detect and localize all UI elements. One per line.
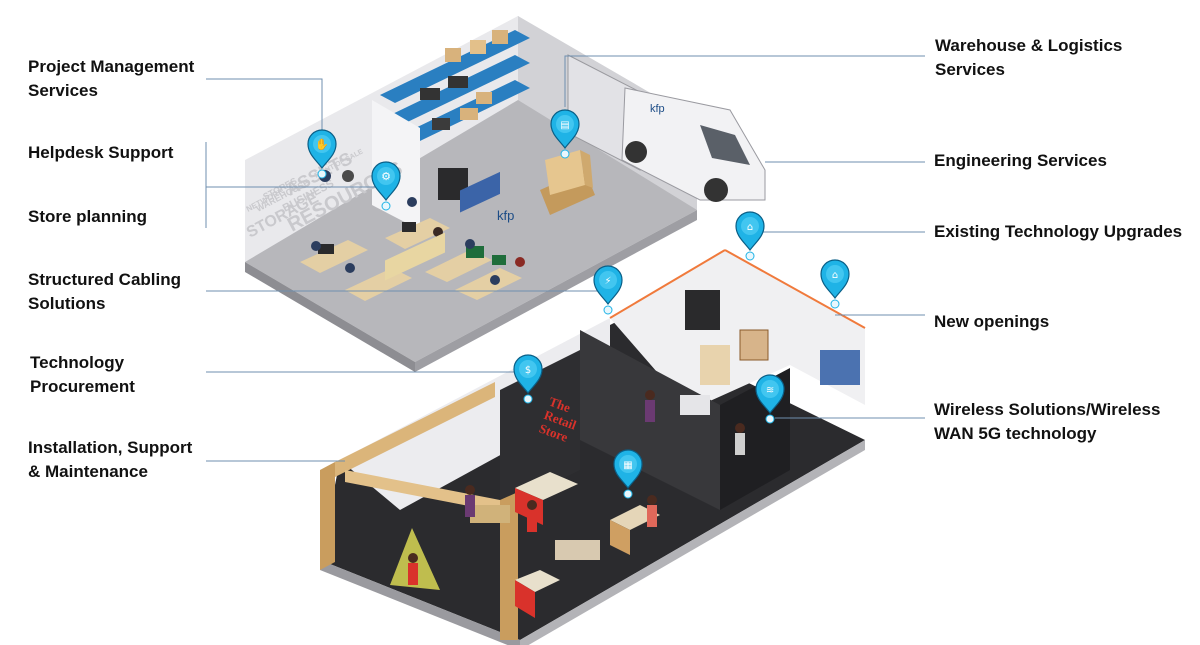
pallet-boxes: [540, 150, 595, 215]
svg-text:$: $: [525, 365, 531, 376]
warehouse-icon: ▤: [550, 109, 580, 159]
svg-text:⚙: ⚙: [381, 170, 391, 183]
label-engineering-services: Engineering Services: [934, 151, 1107, 170]
store-floor: [320, 320, 865, 640]
callout-line: [564, 55, 925, 107]
label-technology-upgrades: Existing Technology Upgrades: [934, 222, 1183, 241]
router-icon: ≋: [755, 374, 785, 424]
retail-store-building: TheRetailStore: [320, 171, 866, 645]
svg-text:⌂: ⌂: [832, 270, 838, 281]
van-logo: kfp: [650, 103, 665, 115]
cable-icon: ⚡: [593, 265, 623, 315]
label-installation-support: Installation, Support & Maintenance: [28, 438, 193, 481]
svg-text:✋: ✋: [315, 138, 329, 151]
clothing-racks: [385, 171, 860, 560]
label-technology-procurement: Technology Procurement: [30, 353, 135, 396]
callout-line: [206, 78, 323, 143]
service-pins: ✋ ⚙ ▤ ⌂ ⌂ ⚡ $ ≋ ▦: [307, 109, 850, 499]
store-door: [700, 345, 730, 385]
svg-text:⌂: ⌂: [747, 222, 753, 233]
handshake-icon: ✋: [307, 129, 337, 179]
svg-text:⚡: ⚡: [604, 276, 611, 287]
label-helpdesk-support: Helpdesk Support: [28, 143, 174, 162]
svg-text:▦: ▦: [623, 460, 632, 471]
label-warehouse-logistics: Warehouse & Logistics Services: [935, 36, 1123, 79]
label-store-planning: Store planning: [28, 207, 147, 226]
gear-icon: ⚙: [371, 161, 401, 211]
register-icon: ▦: [613, 449, 643, 499]
warehouse-door: [567, 54, 641, 171]
storefront-icon: ⌂: [735, 211, 765, 261]
label-wireless-solutions: Wireless Solutions/Wireless WAN 5G techn…: [934, 400, 1161, 443]
label-structured-cabling: Structured Cabling Solutions: [28, 270, 182, 313]
office-logo: kfp: [497, 208, 514, 223]
notice-board: [739, 329, 769, 361]
store-upper-wall: [610, 250, 865, 410]
office-desks: [300, 170, 525, 301]
label-project-management: Project Management Services: [28, 57, 195, 100]
dark-partition: [500, 350, 580, 510]
callout-lines: [205, 55, 925, 462]
delivery-van: kfp: [621, 87, 766, 202]
label-new-openings: New openings: [934, 312, 1050, 331]
money-icon: $: [513, 354, 543, 404]
shoppers: [408, 390, 745, 585]
svg-text:≋: ≋: [766, 385, 774, 396]
shop-icon: ⌂: [820, 259, 850, 309]
store-left-wall: [340, 318, 610, 510]
wall-panel: [685, 290, 720, 330]
entrance-frame: [320, 382, 518, 640]
svg-text:▤: ▤: [560, 120, 569, 131]
